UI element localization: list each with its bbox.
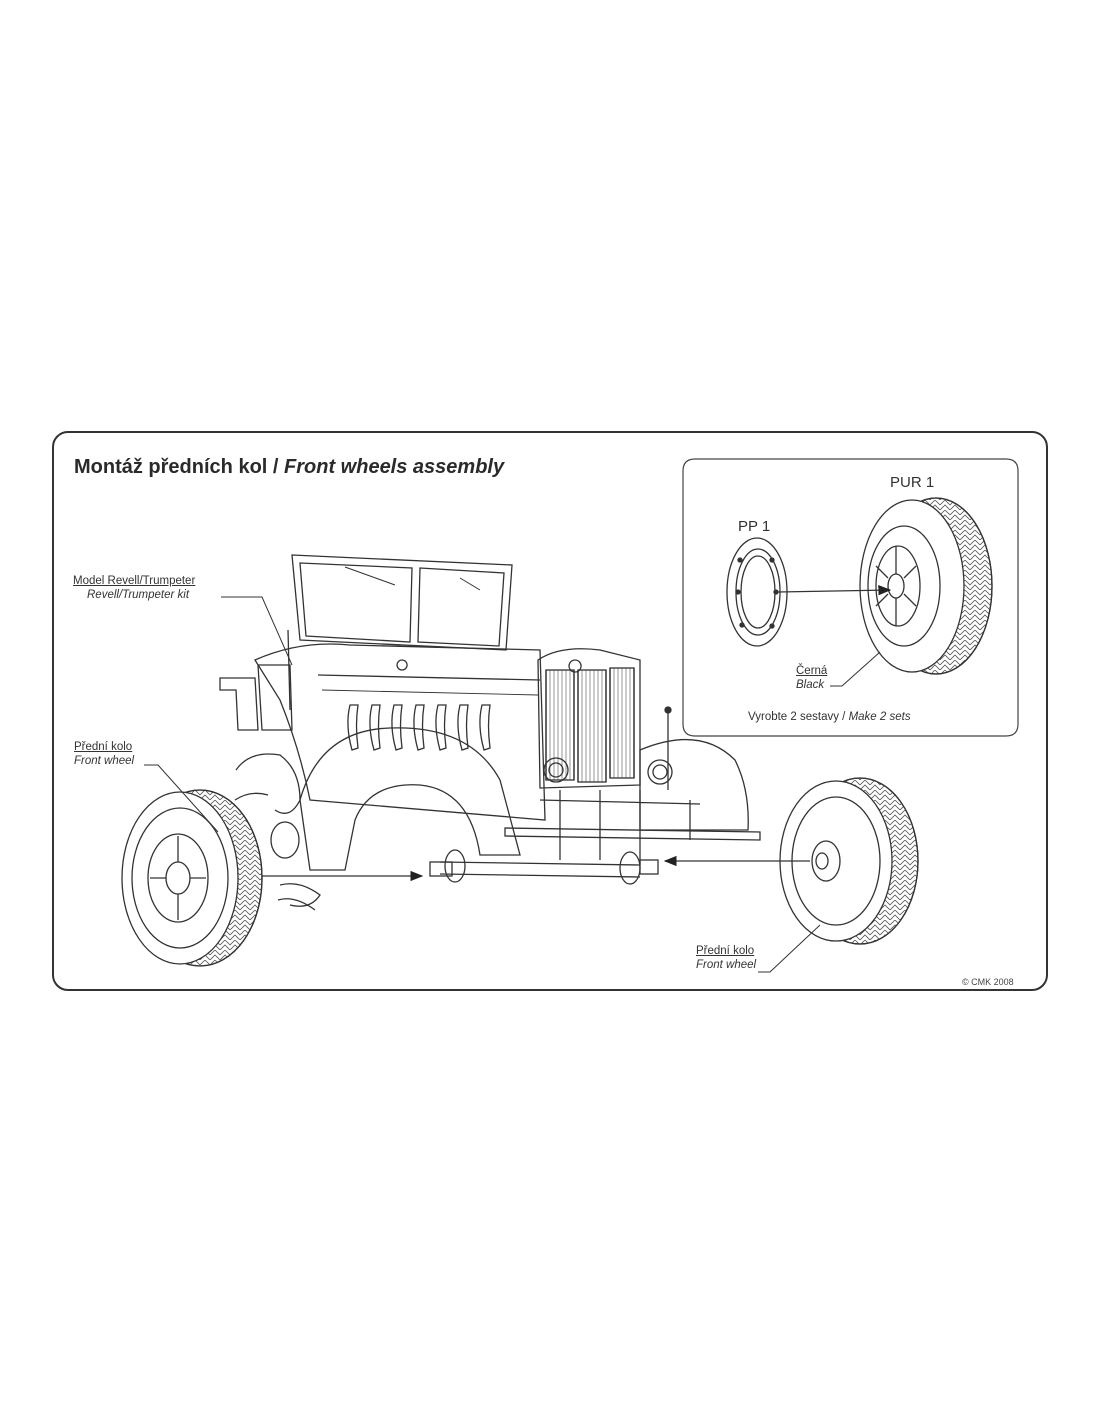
windshield bbox=[291, 554, 513, 651]
front-fender bbox=[299, 727, 521, 871]
assembly-arrows bbox=[262, 585, 892, 882]
part-code-wheel: PUR 1 bbox=[890, 474, 935, 491]
parts-detail-panel bbox=[682, 458, 1019, 737]
front-wheel-right bbox=[779, 777, 919, 945]
body-side bbox=[254, 643, 546, 821]
headlights bbox=[543, 757, 673, 785]
suspension-details bbox=[234, 753, 321, 911]
page-title: Montáž předních kol / Front wheels assem… bbox=[74, 456, 505, 478]
seat-frame bbox=[219, 677, 259, 731]
leader-lines bbox=[144, 596, 881, 973]
front-axle bbox=[439, 861, 641, 878]
instruction-text: Vyrobte 2 sestavy / Make 2 sets bbox=[748, 711, 911, 723]
hood-louvers bbox=[347, 659, 491, 751]
front-wheel-label-left: Přední kolo Front wheel bbox=[74, 741, 135, 767]
front-wheel-left bbox=[121, 789, 263, 967]
front-wheel-label-right: Přední kolo Front wheel bbox=[696, 945, 757, 971]
vehicle-drawing bbox=[219, 554, 761, 911]
model-label: Model Revell/Trumpeter Revell/Trumpeter … bbox=[73, 575, 196, 601]
wheel-pur1 bbox=[859, 497, 993, 675]
color-note-label: Černá Black bbox=[796, 665, 828, 691]
right-fender bbox=[639, 739, 749, 831]
arrow-hub-to-wheel bbox=[777, 585, 892, 596]
radiator-grille bbox=[537, 648, 641, 789]
copyright-notice: © CMK 2008 bbox=[962, 977, 1014, 987]
part-code-hub: PP 1 bbox=[738, 518, 771, 535]
bumper bbox=[504, 827, 761, 841]
